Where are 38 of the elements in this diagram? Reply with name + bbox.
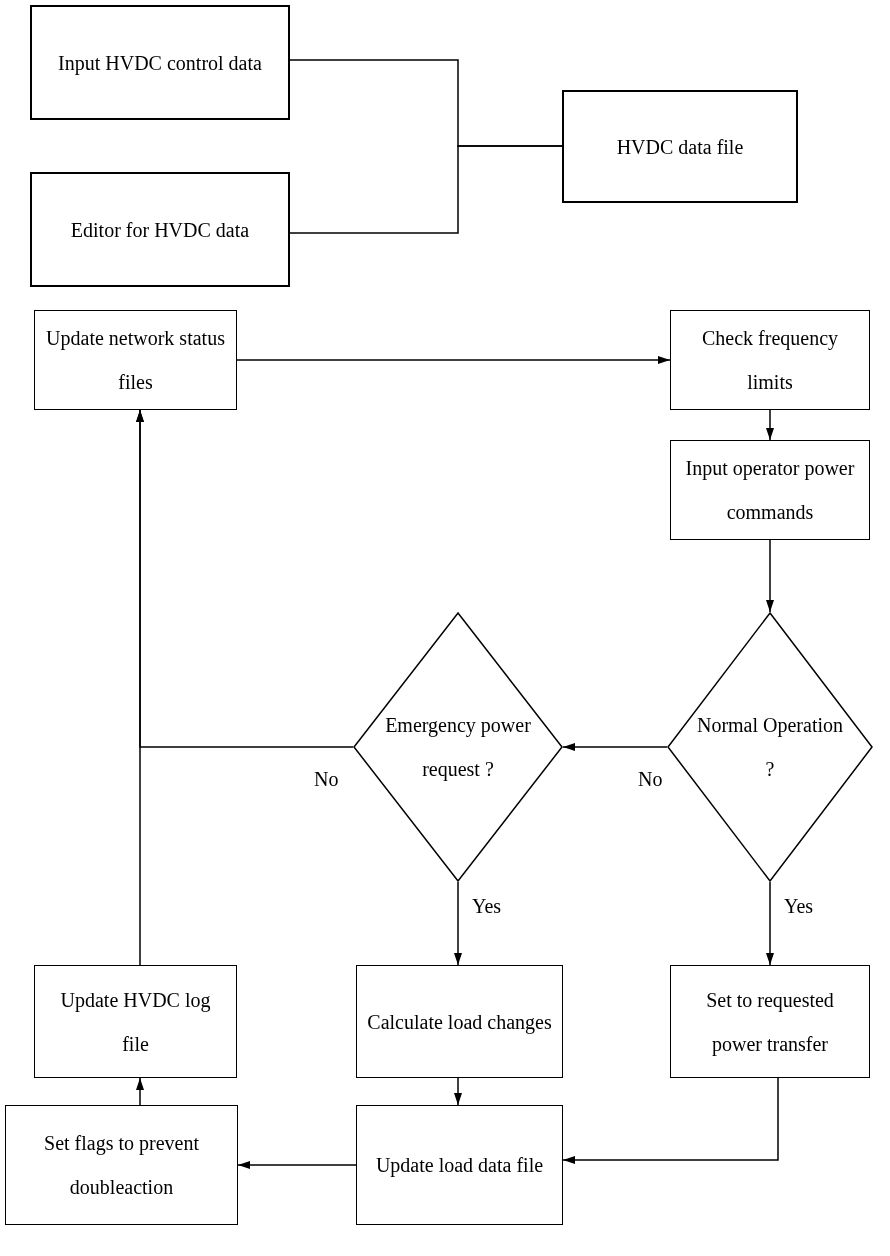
arrow [766, 409, 774, 441]
box-label: Calculate load changes [366, 1009, 553, 1036]
process-box [30, 172, 290, 287]
box-label: Update HVDC log file [59, 987, 212, 1057]
process-box [34, 310, 237, 410]
decision-diamond [667, 612, 873, 882]
box-label: Update network status files [45, 326, 226, 395]
process-box [34, 965, 237, 1078]
decision-diamond [353, 612, 563, 882]
process-box [356, 1105, 563, 1225]
box-label: Set to requested power transfer [705, 987, 835, 1058]
arrow [454, 1077, 462, 1106]
arrow [237, 1161, 357, 1169]
arrow [136, 409, 144, 966]
box-label: Editor for HVDC data [69, 217, 251, 243]
process-box [30, 5, 290, 120]
process-box [670, 965, 870, 1078]
arrow [766, 881, 774, 966]
box-label: HVDC data file [615, 134, 745, 160]
process-box [670, 310, 870, 410]
process-box [5, 1105, 238, 1225]
process-box [562, 90, 798, 203]
arrow [236, 356, 671, 364]
box-label: Input HVDC control data [57, 50, 263, 77]
box-label: Update load data file [374, 1153, 545, 1179]
arrow [136, 1077, 144, 1106]
arrow [766, 539, 774, 613]
box-label: Set flags to prevent doubleaction [43, 1131, 200, 1200]
connector-line [289, 145, 563, 234]
box-label: Input operator power commands [684, 456, 856, 525]
process-box [670, 440, 870, 540]
box-label: Normal Operation ? [695, 713, 845, 782]
arrow [562, 743, 668, 751]
box-label: Check frequency limits [700, 326, 839, 395]
arrow [562, 1077, 779, 1164]
box-label: Emergency power request ? [384, 713, 532, 783]
process-box [356, 965, 563, 1078]
arrow [454, 881, 462, 966]
